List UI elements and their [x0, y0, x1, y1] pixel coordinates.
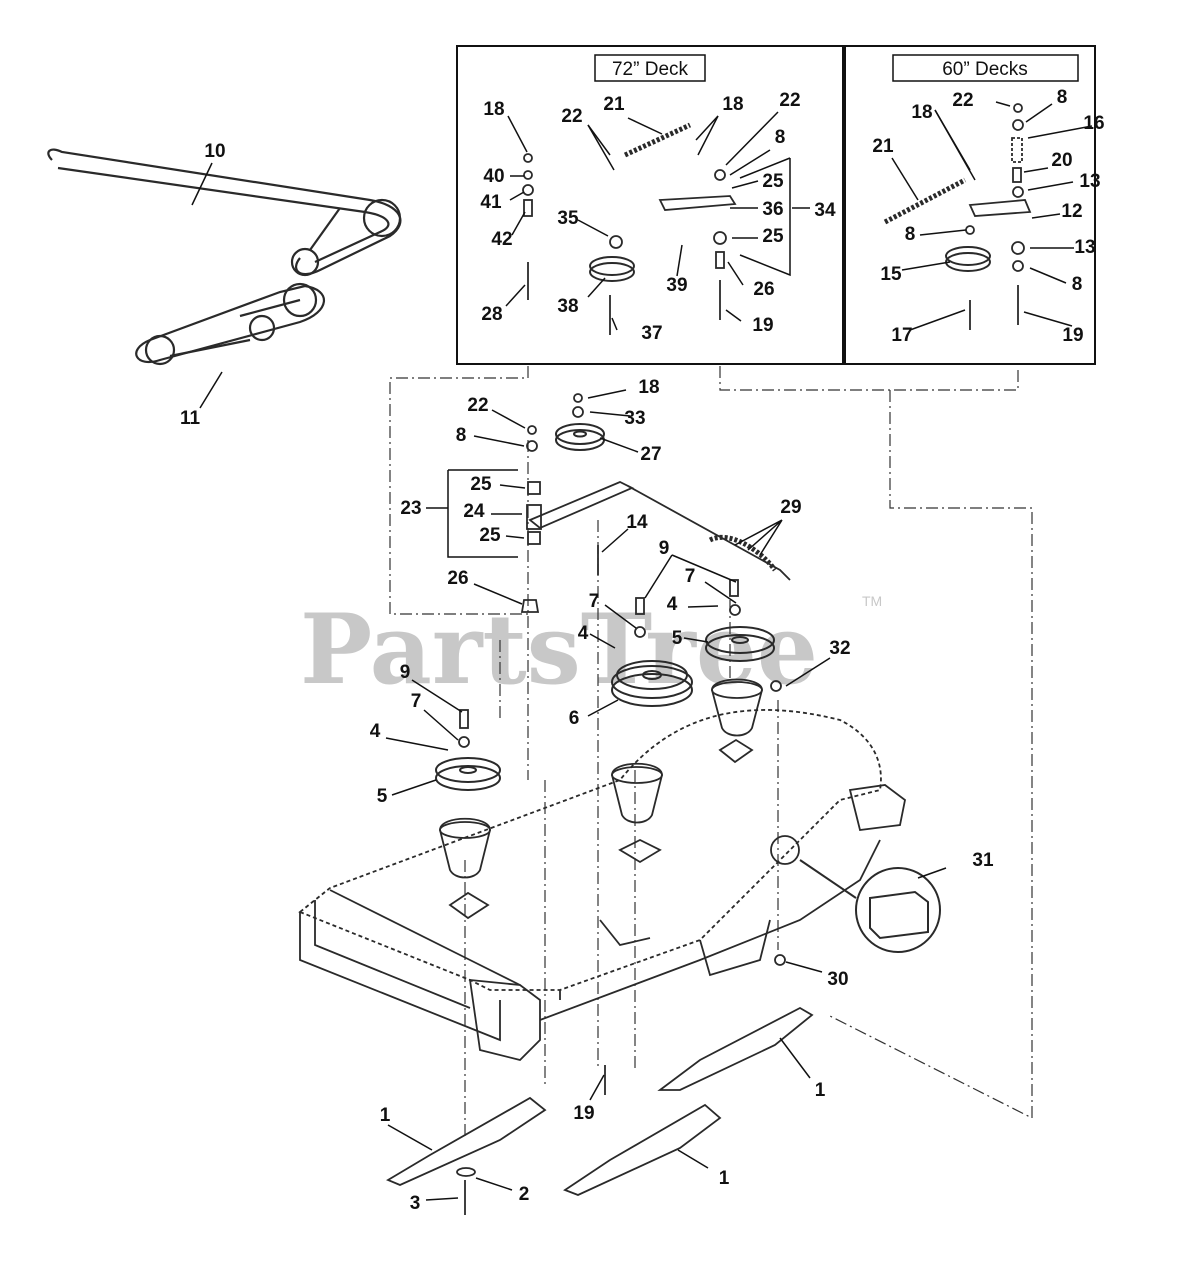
watermark-trademark: TM	[862, 593, 882, 609]
callout-25: 25	[762, 171, 784, 192]
detail-box-60-label: 60” Decks	[942, 59, 1028, 80]
callout-4: 4	[578, 623, 589, 644]
callout-8: 8	[775, 127, 786, 148]
callout-7: 7	[685, 566, 696, 587]
callout-19: 19	[752, 315, 773, 336]
callout-1: 1	[719, 1168, 730, 1189]
callout-38: 38	[557, 296, 578, 317]
callout-40: 40	[483, 166, 504, 187]
callout-28: 28	[481, 304, 502, 325]
watermark-text: PartsTree	[300, 593, 818, 706]
callout-39: 39	[666, 275, 687, 296]
callout-14: 14	[626, 512, 648, 533]
callout-22: 22	[779, 90, 800, 111]
callout-12: 12	[1061, 201, 1082, 222]
callout-22: 22	[952, 90, 973, 111]
callout-27: 27	[640, 444, 661, 465]
callout-35: 35	[557, 208, 579, 229]
callout-13: 13	[1074, 237, 1095, 258]
label-frame-72-deck	[594, 54, 706, 82]
callout-7: 7	[411, 691, 422, 712]
callout-36: 36	[762, 199, 783, 220]
callout-22: 22	[467, 395, 488, 416]
detail-boxes	[456, 45, 1096, 365]
mower-deck	[298, 709, 906, 1061]
callout-25: 25	[479, 525, 501, 546]
callout-18: 18	[722, 94, 743, 115]
callout-34: 34	[814, 200, 836, 221]
blades	[386, 1006, 814, 1196]
spindle-housings	[439, 678, 763, 879]
callout-16: 16	[1083, 113, 1104, 134]
callout-22: 22	[561, 106, 582, 127]
callout-37: 37	[641, 323, 662, 344]
callout-32: 32	[829, 638, 850, 659]
callout-21: 21	[603, 94, 625, 115]
callout-18: 18	[911, 102, 932, 123]
ref-line-joiner	[719, 366, 1019, 391]
detail-box-60-decks	[844, 45, 1096, 365]
callout-2: 2	[519, 1184, 530, 1205]
callout-3: 3	[410, 1193, 421, 1214]
callout-7: 7	[589, 591, 600, 612]
callout-25: 25	[762, 226, 784, 247]
callout-8: 8	[1057, 87, 1068, 108]
callout-19: 19	[573, 1103, 594, 1124]
callout-8: 8	[456, 425, 467, 446]
callout-13: 13	[1079, 171, 1100, 192]
label-frame-60-decks	[892, 54, 1079, 82]
callout-10: 10	[204, 141, 225, 162]
pulleys	[435, 246, 991, 791]
callout-20: 20	[1051, 150, 1072, 171]
callout-5: 5	[672, 628, 683, 649]
callout-23: 23	[400, 498, 421, 519]
callout-8: 8	[905, 224, 916, 245]
idler-hardware	[458, 103, 1032, 1215]
callout-5: 5	[377, 786, 388, 807]
callout-15: 15	[880, 264, 902, 285]
callout-21: 21	[872, 136, 894, 157]
ref-line-right	[829, 390, 1033, 1119]
callout-33: 33	[624, 408, 645, 429]
callout-30: 30	[827, 969, 848, 990]
callout-4: 4	[370, 721, 381, 742]
callout-29: 29	[780, 497, 801, 518]
callout-6: 6	[569, 708, 580, 729]
belt-11	[135, 282, 325, 366]
callout-17: 17	[891, 325, 912, 346]
callout-18: 18	[638, 377, 659, 398]
callout-9: 9	[659, 538, 670, 559]
callout-24: 24	[463, 501, 485, 522]
callout-4: 4	[667, 594, 678, 615]
detail-box-72-label: 72” Deck	[612, 59, 689, 80]
callout-41: 41	[480, 192, 502, 213]
callout-8: 8	[1072, 274, 1083, 295]
leader-lines	[191, 101, 1093, 1201]
ref-line-72-bracket	[389, 366, 529, 615]
callout-1: 1	[815, 1080, 826, 1101]
belt-10	[47, 148, 402, 277]
reference-lines	[389, 366, 1033, 1140]
callout-1: 1	[380, 1105, 391, 1126]
callout-18: 18	[483, 99, 504, 120]
callout-9: 9	[400, 662, 411, 683]
callout-25: 25	[470, 474, 492, 495]
callout-26: 26	[753, 279, 774, 300]
callout-11: 11	[180, 408, 201, 429]
callout-19: 19	[1062, 325, 1083, 346]
callout-42: 42	[491, 229, 512, 250]
inset-bracket-detail	[799, 859, 941, 953]
callout-31: 31	[972, 850, 994, 871]
callout-26: 26	[447, 568, 468, 589]
callouts: 1 1 1 1 2 3 4 4 4 4 5 5 5 6 7 7 7 8 8 8 …	[180, 87, 1105, 1214]
detail-box-72-deck	[456, 45, 844, 365]
